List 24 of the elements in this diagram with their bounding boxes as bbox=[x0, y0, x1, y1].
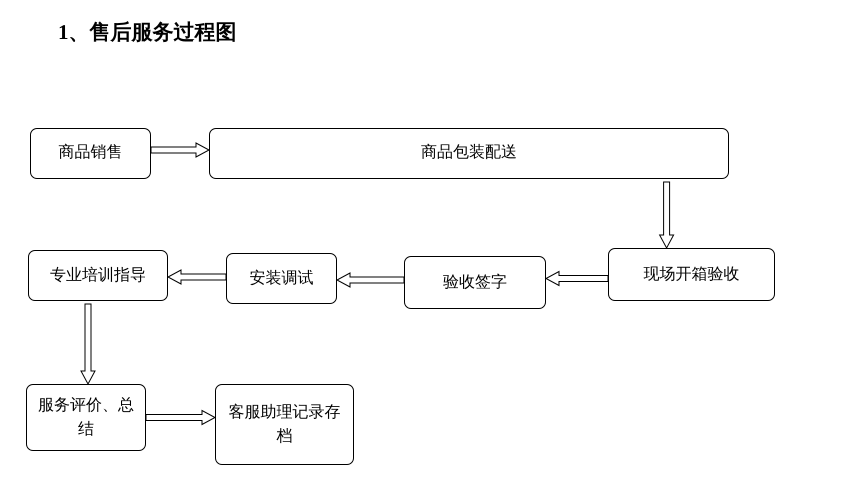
hollow-arrow bbox=[146, 410, 216, 426]
process-box bbox=[404, 256, 546, 309]
process-box bbox=[28, 250, 168, 301]
box-label: 商品包装配送 bbox=[421, 142, 517, 163]
process-box bbox=[226, 253, 337, 304]
hollow-arrow bbox=[150, 142, 210, 158]
diagram-title: 1、售后服务过程图 bbox=[58, 19, 236, 46]
hollow-arrow bbox=[658, 182, 674, 250]
process-box bbox=[30, 128, 151, 179]
process-box bbox=[26, 384, 146, 451]
hollow-arrow bbox=[166, 269, 226, 285]
hollow-arrow bbox=[544, 270, 608, 286]
box-label: 客服助理记录存档 bbox=[228, 402, 342, 446]
box-label: 验收签字 bbox=[443, 272, 507, 293]
box-label: 现场开箱验收 bbox=[644, 264, 740, 285]
process-box bbox=[209, 128, 729, 179]
hollow-arrow bbox=[80, 304, 96, 386]
box-label: 安装调试 bbox=[250, 268, 314, 289]
box-label: 服务评价、总结 bbox=[37, 396, 135, 440]
process-box bbox=[608, 248, 775, 301]
process-box bbox=[215, 384, 354, 465]
box-label: 商品销售 bbox=[58, 142, 122, 163]
hollow-arrow bbox=[336, 272, 404, 288]
box-label: 专业培训指导 bbox=[50, 266, 146, 286]
